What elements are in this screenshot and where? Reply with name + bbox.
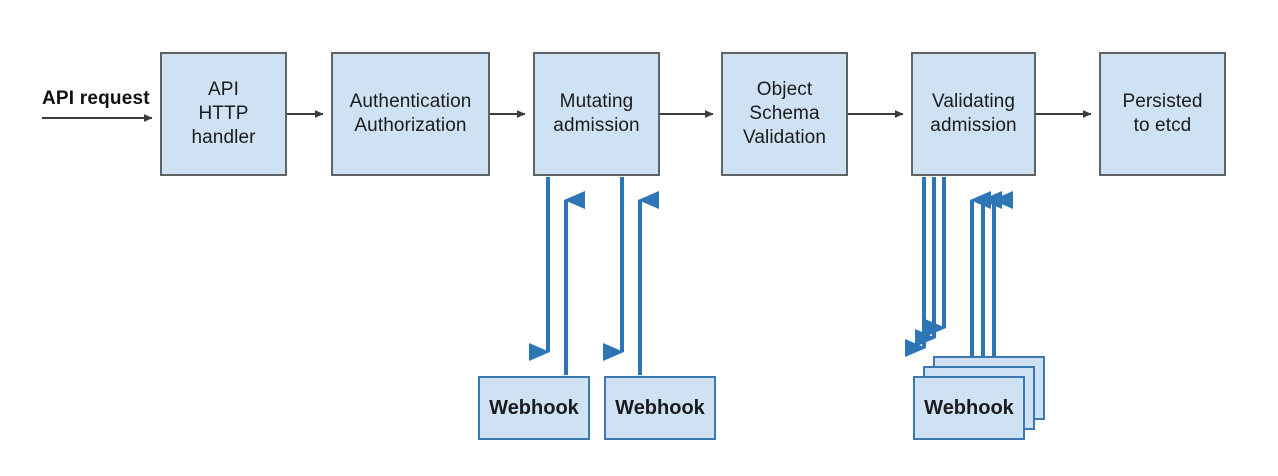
node-object-schema-validation[interactable]: Object Schema Validation [721, 52, 848, 176]
webhook-mutating-1[interactable]: Webhook [478, 376, 590, 440]
node-persisted-to-etcd[interactable]: Persisted to etcd [1099, 52, 1226, 176]
node-api-http-handler[interactable]: API HTTP handler [160, 52, 287, 176]
node-mutating-admission[interactable]: Mutating admission [533, 52, 660, 176]
webhook-mutating-2[interactable]: Webhook [604, 376, 716, 440]
api-request-label: API request [42, 88, 150, 109]
webhook-validating[interactable]: Webhook [913, 376, 1025, 440]
node-validating-admission[interactable]: Validating admission [911, 52, 1036, 176]
node-authentication-authorization[interactable]: Authentication Authorization [331, 52, 490, 176]
